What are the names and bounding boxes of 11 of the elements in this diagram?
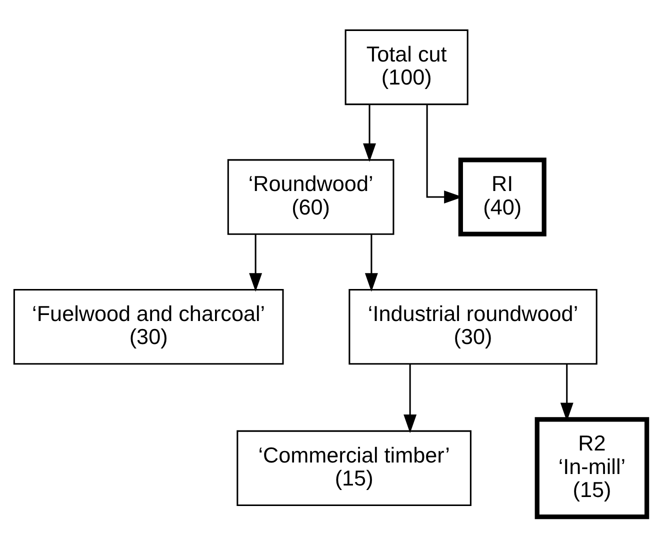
node-box: RI (40): [458, 157, 546, 236]
arrow: [364, 234, 378, 292]
arrow: [404, 363, 417, 433]
arrow: [249, 234, 262, 292]
node-box: ‘Fuelwood and charcoal’ (30): [13, 288, 284, 364]
node-box: ‘Roundwood’ (60): [227, 158, 394, 234]
node-box: R2 ‘In-mill’ (15): [534, 416, 650, 519]
node-box: Total cut (100): [344, 28, 468, 105]
arrow: [363, 104, 376, 162]
node-box: ‘Industrial roundwood’ (30): [348, 288, 598, 364]
node-box: ‘Commercial timber’ (15): [236, 430, 472, 506]
